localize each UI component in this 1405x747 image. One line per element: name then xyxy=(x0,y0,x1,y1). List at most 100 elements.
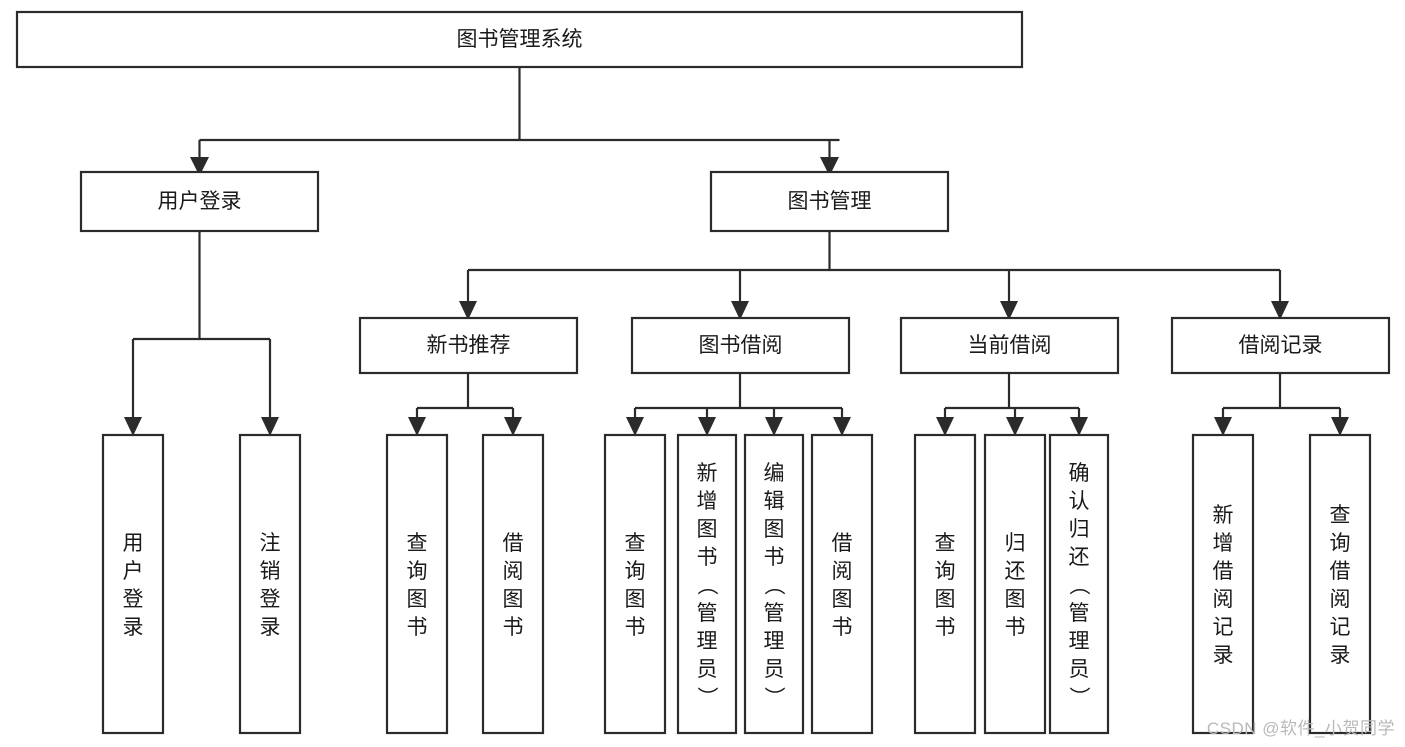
leaf-label-char: 录 xyxy=(1330,644,1351,667)
node-box xyxy=(709,170,950,233)
arrow-leaf-query-book-3 xyxy=(936,417,954,436)
node-book-borrow[interactable]: 图书借阅 xyxy=(630,316,851,375)
leaf-label-char: 录 xyxy=(123,616,144,639)
leaf-box xyxy=(983,433,1047,735)
leaf-label-char: 录 xyxy=(1213,644,1234,667)
leaf-label-char: 阅 xyxy=(1213,588,1234,611)
leaf-label-char: 图 xyxy=(764,518,785,541)
leaf-box xyxy=(603,433,667,735)
arrow-leaf-edit-book xyxy=(765,417,783,436)
node-label: 图书管理 xyxy=(788,190,872,213)
leaf-label-char: 阅 xyxy=(503,560,524,583)
leaf-label-char: 新 xyxy=(1213,504,1234,527)
leaf-box xyxy=(1048,433,1110,735)
arrow-leaf-user-login xyxy=(124,417,142,436)
leaf-label-char: 管 xyxy=(697,602,718,625)
leaf-box xyxy=(101,433,165,735)
node-borrow-record[interactable]: 借阅记录 xyxy=(1170,316,1391,375)
node-root[interactable]: 图书管理系统 xyxy=(15,10,1024,69)
leaf-label-char: 编 xyxy=(764,462,785,485)
leaf-label-char: 图 xyxy=(407,588,428,611)
leaf-box xyxy=(676,433,738,735)
leaf-leaf-user-login[interactable]: 用户登录 xyxy=(101,433,165,735)
node-user-login[interactable]: 用户登录 xyxy=(79,170,320,233)
leaf-box xyxy=(743,433,805,735)
node-box xyxy=(899,316,1120,375)
leaf-label-char: 图 xyxy=(935,588,956,611)
leaf-label-char: 户 xyxy=(123,560,144,583)
leaf-label-char: 借 xyxy=(832,532,853,555)
node-box xyxy=(79,170,320,233)
leaf-label-char: 销 xyxy=(260,560,281,583)
node-new-book-recommend[interactable]: 新书推荐 xyxy=(358,316,579,375)
leaf-box xyxy=(481,433,545,735)
leaf-label-char: 新 xyxy=(697,462,718,485)
node-box xyxy=(358,316,579,375)
node-label: 借阅记录 xyxy=(1239,334,1323,357)
node-label: 图书管理系统 xyxy=(457,28,583,51)
leaf-label-char: ） xyxy=(762,686,785,707)
arrow-leaf-return-book xyxy=(1006,417,1024,436)
leaf-label-char: 员 xyxy=(1069,658,1090,681)
node-box xyxy=(630,316,851,375)
leaf-label-char: ） xyxy=(1067,686,1090,707)
leaf-label-char: 管 xyxy=(1069,602,1090,625)
leaf-label-char: 询 xyxy=(625,560,646,583)
node-box xyxy=(1170,316,1391,375)
leaf-label-char: 借 xyxy=(1213,560,1234,583)
arrow-borrow-record xyxy=(1271,301,1289,320)
leaf-label-char: 图 xyxy=(503,588,524,611)
leaf-label-char: 员 xyxy=(764,658,785,681)
leaf-box xyxy=(238,433,302,735)
leaf-label-char: 确 xyxy=(1069,462,1090,485)
leaf-label-char: 书 xyxy=(832,616,853,639)
leaf-label-char: 归 xyxy=(1005,532,1026,555)
leaf-label-char: 书 xyxy=(764,546,785,569)
leaf-label-char: 查 xyxy=(407,532,428,555)
arrow-current-borrow xyxy=(1000,301,1018,320)
arrow-leaf-confirm-return xyxy=(1070,417,1088,436)
leaf-label-char: 借 xyxy=(1330,560,1351,583)
leaf-label-char: 图 xyxy=(697,518,718,541)
leaf-label-char: 询 xyxy=(935,560,956,583)
node-label: 新书推荐 xyxy=(427,334,511,357)
leaf-label-char: 理 xyxy=(1069,630,1090,653)
arrow-book-management xyxy=(820,157,839,176)
arrow-leaf-borrow-book-1 xyxy=(504,417,522,436)
leaf-label-char: 管 xyxy=(764,602,785,625)
node-current-borrow[interactable]: 当前借阅 xyxy=(899,316,1120,375)
leaf-label-char: 归 xyxy=(1069,518,1090,541)
leaf-box xyxy=(385,433,449,735)
arrow-leaf-borrow-book-2 xyxy=(833,417,851,436)
node-box xyxy=(15,10,1024,69)
leaf-label-char: ） xyxy=(695,686,718,707)
arrow-leaf-query-book-2 xyxy=(626,417,644,436)
arrow-leaf-logout xyxy=(261,417,279,436)
leaf-label-char: 书 xyxy=(935,616,956,639)
arrow-leaf-query-book-1 xyxy=(408,417,426,436)
leaf-box xyxy=(913,433,977,735)
node-book-management[interactable]: 图书管理 xyxy=(709,170,950,233)
leaf-label-char: 登 xyxy=(260,588,281,611)
leaf-label-char: 查 xyxy=(625,532,646,555)
leaf-box xyxy=(810,433,874,735)
leaf-label-char: 用 xyxy=(123,532,144,555)
leaf-box xyxy=(1191,433,1255,735)
leaf-box xyxy=(1308,433,1372,735)
arrow-leaf-query-record xyxy=(1331,417,1349,436)
arrow-new-book-recommend xyxy=(459,301,477,320)
arrow-leaf-add-record xyxy=(1214,417,1232,436)
